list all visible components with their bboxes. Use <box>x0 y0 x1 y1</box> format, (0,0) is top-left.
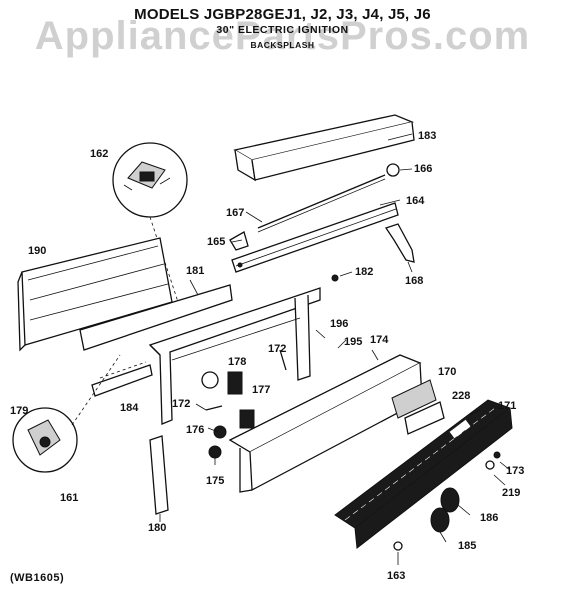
section-title: BACKSPLASH <box>250 40 315 50</box>
label-186: 186 <box>480 512 499 524</box>
inset-detail-162 <box>112 142 188 309</box>
leader-lines <box>159 133 511 565</box>
label-170: 170 <box>438 366 457 378</box>
label-173: 173 <box>506 465 525 477</box>
rear-panel-190 <box>17 237 173 352</box>
models-title: MODELS JGBP28GEJ1, J2, J3, J4, J5, J6 <box>134 6 431 23</box>
diagram-code: (WB1605) <box>10 572 65 584</box>
coil-harness <box>201 371 219 389</box>
label-219: 219 <box>502 487 521 499</box>
label-163: 163 <box>387 570 406 582</box>
front-glass-171 <box>334 399 513 549</box>
bracket-168 <box>384 223 415 263</box>
label-172-left: 172 <box>172 398 191 410</box>
label-195: 195 <box>344 336 363 348</box>
switch-178 <box>227 371 243 395</box>
label-168: 168 <box>405 275 424 287</box>
rail-184 <box>79 284 233 397</box>
module-170 <box>391 379 437 419</box>
label-182: 182 <box>355 266 374 278</box>
label-175: 175 <box>206 475 225 487</box>
label-162: 162 <box>90 148 109 160</box>
label-174: 174 <box>370 334 389 346</box>
label-228: 228 <box>452 390 471 402</box>
label-181: 181 <box>186 265 205 277</box>
screw-173 <box>493 451 501 459</box>
valve-176 <box>213 425 227 439</box>
label-180: 180 <box>148 522 167 534</box>
bracket-228 <box>404 401 445 435</box>
top-trim-183 <box>233 114 415 182</box>
switch-177 <box>239 409 255 429</box>
label-167: 167 <box>226 207 245 219</box>
label-177: 177 <box>252 384 271 396</box>
label-164: 164 <box>406 195 425 207</box>
side-frame-180 <box>148 287 321 515</box>
ignitor-172 <box>205 405 223 411</box>
knobs <box>393 460 495 551</box>
label-172-top: 172 <box>268 343 287 355</box>
subtitle: 30" ELECTRIC IGNITION <box>216 24 349 36</box>
valve-175 <box>208 445 222 459</box>
label-190: 190 <box>28 245 47 257</box>
label-165: 165 <box>207 236 226 248</box>
label-184: 184 <box>120 402 139 414</box>
label-171: 171 <box>498 400 517 412</box>
ignitor-172-top <box>279 349 287 371</box>
label-179: 179 <box>10 405 29 417</box>
channel-164 <box>231 202 399 273</box>
label-176: 176 <box>186 424 205 436</box>
screw-182 <box>331 274 339 282</box>
label-196: 196 <box>330 318 349 330</box>
label-166: 166 <box>414 163 433 175</box>
label-185: 185 <box>458 540 477 552</box>
label-161: 161 <box>60 492 79 504</box>
inset-detail-179 <box>12 354 121 473</box>
label-183: 183 <box>418 130 437 142</box>
label-178: 178 <box>228 356 247 368</box>
control-panel-174 <box>228 354 423 493</box>
rod-167 <box>257 163 400 233</box>
